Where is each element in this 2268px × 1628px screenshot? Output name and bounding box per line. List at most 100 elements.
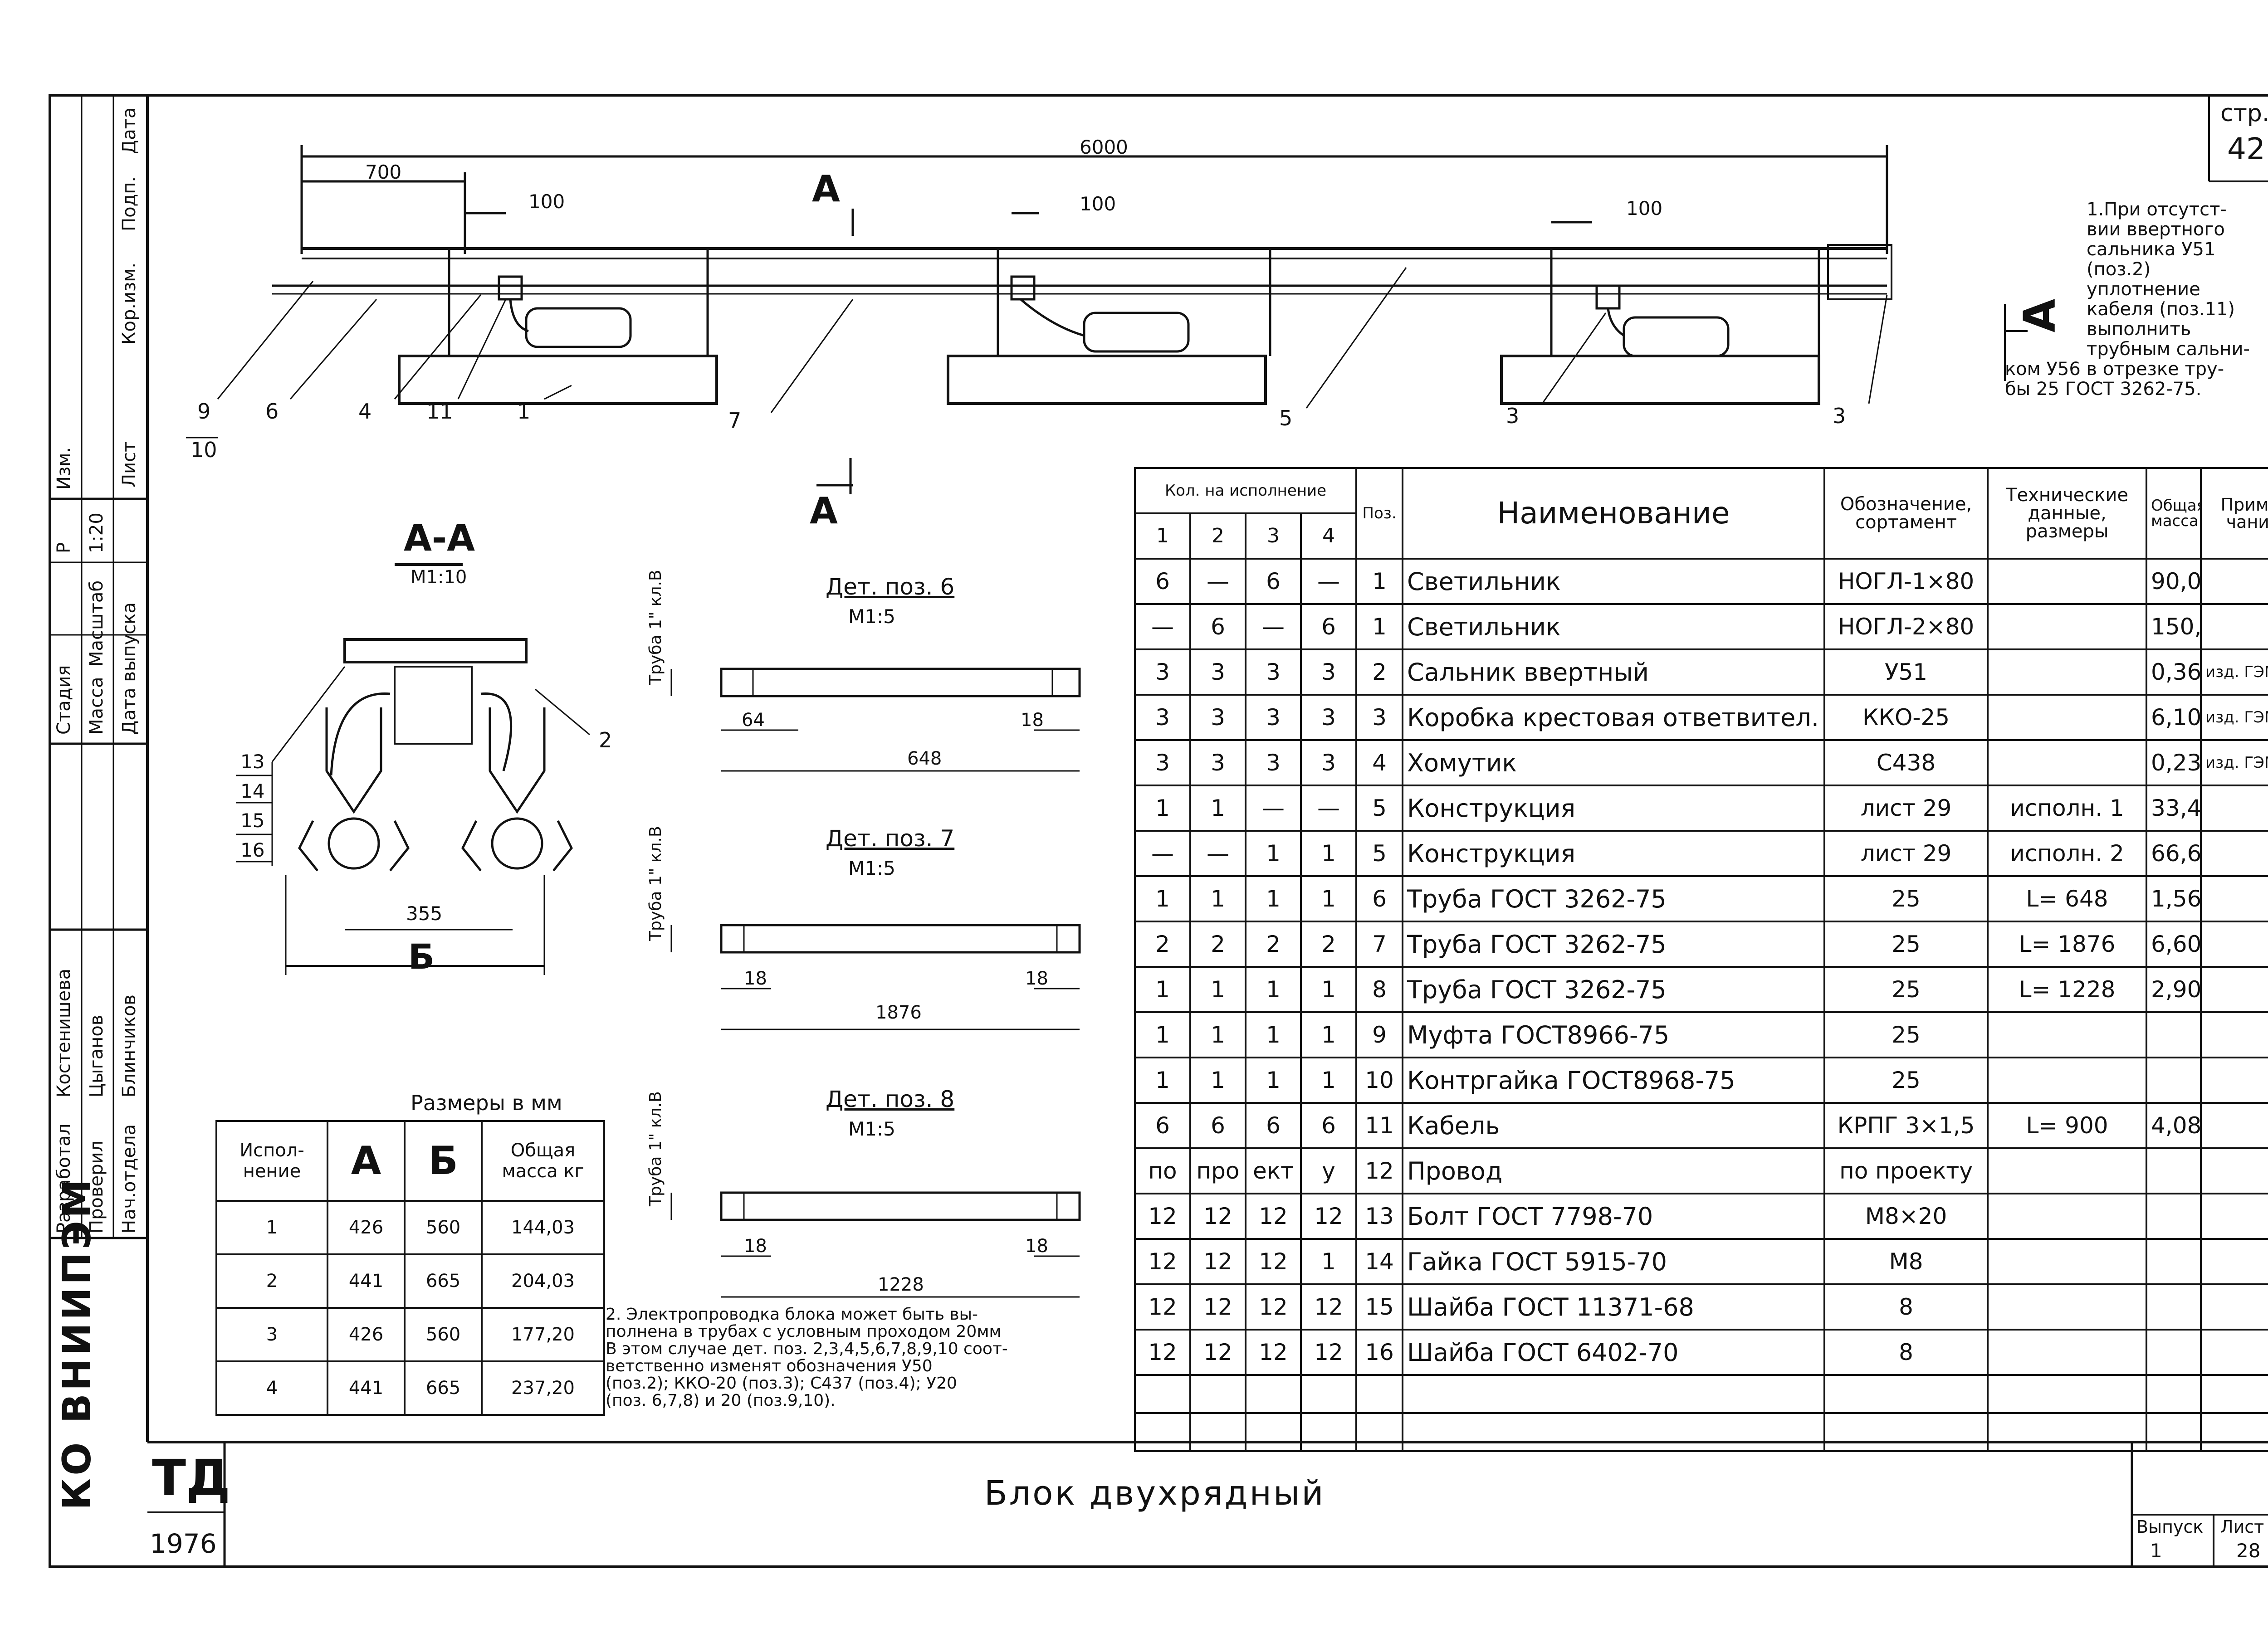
callout-4: 4 (358, 399, 372, 424)
spec-cell-designation: лист 29 (1823, 785, 1989, 832)
spec-cell-empty (2146, 1412, 2202, 1452)
callout-10: 10 (191, 438, 217, 462)
spec-cell-designation: 8 (1823, 1283, 1989, 1331)
dim-cell-variant: 3 (215, 1307, 328, 1362)
spec-cell-mass: 0,23 (2146, 739, 2202, 786)
detail-7-title: Дет. поз. 7 (826, 825, 955, 852)
spec-cell-tech (1987, 603, 2148, 650)
spec-cell-qty-2: 12 (1189, 1193, 1246, 1240)
spec-cell-note (2200, 1283, 2268, 1331)
sheet-value: 28 (2236, 1540, 2261, 1562)
spec-cell-pos: 13 (1355, 1193, 1404, 1240)
spec-cell-mass (2146, 1283, 2202, 1331)
detail-7-scale: М1:5 (848, 857, 895, 879)
spec-cell-tech (1987, 1329, 2148, 1376)
detail-8-length: 1228 (878, 1274, 924, 1295)
spec-cell-name: Контргайка ГОСТ8968-75 (1402, 1057, 1826, 1104)
dim-total: 6000 (1080, 136, 1128, 158)
spec-cell-name: Труба ГОСТ 3262-75 (1402, 966, 1826, 1013)
detail-6-length: 648 (907, 748, 942, 769)
spec-cell-qty-3: 2 (1245, 921, 1302, 968)
spec-cell-qty-4: у (1300, 1147, 1358, 1194)
spec-cell-empty (1355, 1412, 1404, 1452)
spec-cell-empty (1987, 1374, 2148, 1414)
spec-cell-empty (1245, 1412, 1302, 1452)
spec-cell-mass (2146, 1238, 2202, 1285)
detail-7-end-right: 18 (1025, 968, 1048, 989)
spec-cell-qty-1: 1 (1134, 1011, 1191, 1058)
spec-cell-tech (1987, 1193, 2148, 1240)
dim-header-mass: Общая масса кг (481, 1120, 605, 1202)
stamp-name-1: Костенишева (54, 968, 74, 1097)
spec-cell-name: Хомутик (1402, 739, 1826, 786)
note-2-line: 2. Электропроводка блока может быть вы- (606, 1305, 978, 1324)
spec-cell-qty-2: 1 (1189, 785, 1246, 832)
callout-14: 14 (240, 780, 265, 802)
dim-100-c: 100 (1626, 197, 1663, 219)
spec-cell-qty-1: 3 (1134, 694, 1191, 741)
spec-cell-tech: L= 900 (1987, 1102, 2148, 1149)
dim-left: 700 (365, 161, 402, 183)
callout-15: 15 (240, 809, 265, 832)
spec-cell-tech (1987, 739, 2148, 786)
section-aa-dim-a: 355 (406, 902, 443, 925)
spec-cell-qty-2: 6 (1189, 603, 1246, 650)
spec-cell-qty-3: ект (1245, 1147, 1302, 1194)
spec-cell-pos: 15 (1355, 1283, 1404, 1331)
spec-cell-qty-3: 1 (1245, 875, 1302, 922)
spec-cell-pos: 11 (1355, 1102, 1404, 1149)
spec-cell-name: Коробка крестовая ответвител. (1402, 694, 1826, 741)
spec-cell-qty-1: по (1134, 1147, 1191, 1194)
dim-cell-a: 426 (327, 1307, 406, 1362)
spec-cell-empty (1189, 1374, 1246, 1414)
spec-cell-name: Шайба ГОСТ 6402-70 (1402, 1329, 1826, 1376)
spec-cell-name: Шайба ГОСТ 11371-68 (1402, 1283, 1826, 1331)
dim-cell-a: 441 (327, 1360, 406, 1416)
spec-header-mass: Общая масса (2146, 467, 2202, 560)
spec-cell-designation: по проекту (1823, 1147, 1989, 1194)
spec-cell-qty-3: 1 (1245, 1057, 1302, 1104)
spec-table-empty-row (1134, 1412, 2268, 1452)
page-tag: стр. (2220, 100, 2268, 127)
spec-cell-qty-3: 3 (1245, 648, 1302, 696)
spec-cell-empty (1300, 1374, 1358, 1414)
spec-cell-note (2200, 966, 2268, 1013)
spec-cell-designation: 25 (1823, 921, 1989, 968)
spec-cell-empty (1189, 1412, 1246, 1452)
detail-6-scale: М1:5 (848, 605, 895, 628)
spec-cell-mass: 6,60 (2146, 921, 2202, 968)
main-view (186, 145, 2028, 494)
spec-cell-designation: 25 (1823, 966, 1989, 1013)
note-1-line: бы 25 ГОСТ 3262-75. (2005, 379, 2202, 400)
spec-cell-tech (1987, 558, 2148, 605)
spec-cell-qty-2: 3 (1189, 648, 1246, 696)
spec-cell-note: изд. ГЭМ (2200, 648, 2268, 696)
spec-cell-mass: 90,0 (2146, 558, 2202, 605)
section-aa-dim-b: Б (408, 936, 435, 977)
stamp-role-3: Нач.отдела (119, 1124, 140, 1233)
spec-cell-name: Кабель (1402, 1102, 1826, 1149)
spec-cell-qty-2: 2 (1189, 921, 1246, 968)
spec-cell-note (2200, 1193, 2268, 1240)
note-1-line: 1.При отсутст- (2087, 199, 2227, 220)
spec-cell-qty-1: — (1134, 830, 1191, 877)
spec-cell-designation: 8 (1823, 1329, 1989, 1376)
section-aa-title: А-А (404, 517, 475, 559)
spec-cell-note (2200, 1238, 2268, 1285)
spec-cell-qty-4: 1 (1300, 966, 1358, 1013)
spec-cell-mass (2146, 1193, 2202, 1240)
spec-cell-empty (2200, 1374, 2268, 1414)
spec-cell-qty-2: 12 (1189, 1283, 1246, 1331)
spec-cell-empty (1987, 1412, 2148, 1452)
spec-cell-qty-4: 1 (1300, 1011, 1358, 1058)
spec-cell-pos: 6 (1355, 875, 1404, 922)
note-1-line: кабеля (поз.11) (2087, 299, 2235, 320)
